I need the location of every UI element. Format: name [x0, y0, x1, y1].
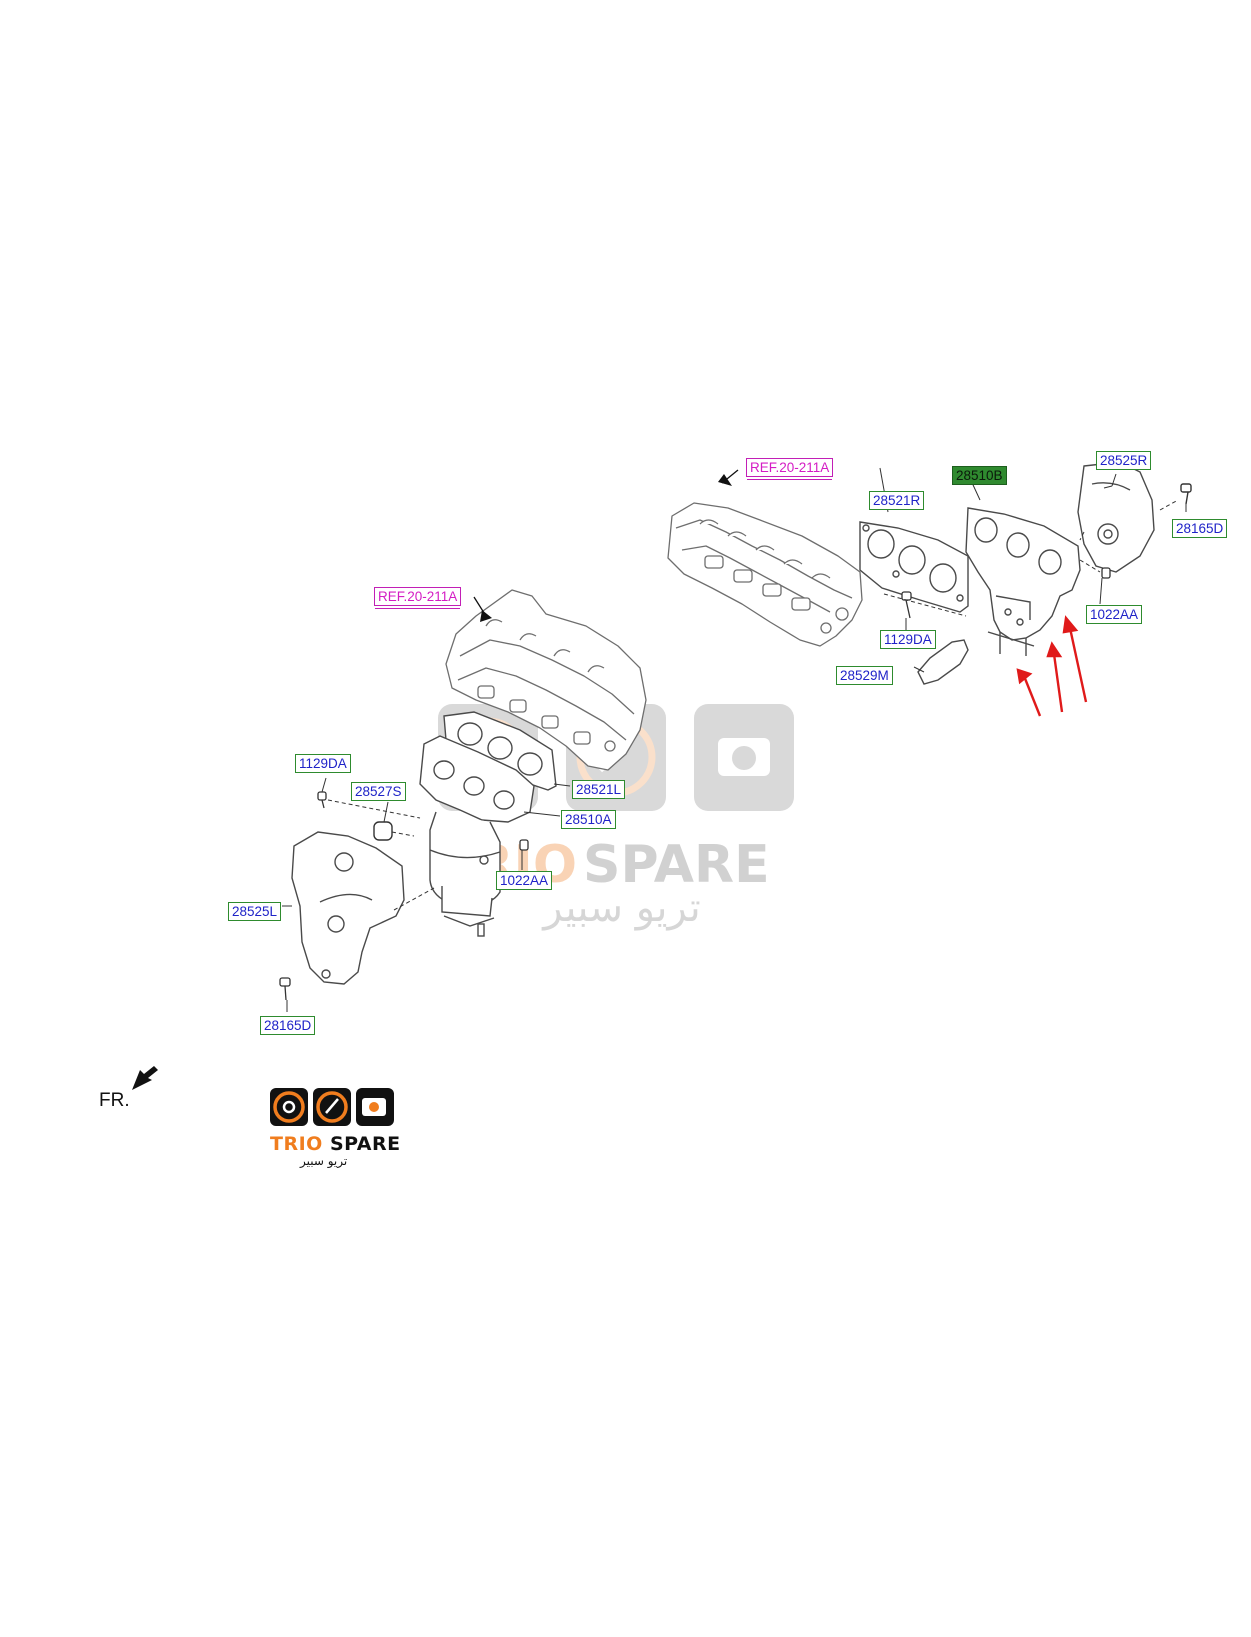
part-callout-1129DA-right[interactable]: 1129DA — [880, 630, 936, 649]
part-callout-28521L[interactable]: 28521L — [572, 780, 626, 799]
part-callout-1129DA-left[interactable]: 1129DA — [295, 754, 351, 773]
part-callout-28510A[interactable]: 28510A — [561, 810, 616, 829]
nut-1022AA-right — [1101, 567, 1111, 579]
part-callout-28525L[interactable]: 28525L — [228, 902, 282, 921]
part-callout-1022AA-right[interactable]: 1022AA — [1086, 605, 1143, 624]
cylinder-head-right — [667, 502, 863, 647]
heat-shield-28525R — [1077, 461, 1155, 573]
watermark-spare: SPARE — [583, 835, 770, 895]
part-callout-28521R[interactable]: 28521R — [869, 491, 925, 510]
gasket-28521R — [859, 521, 969, 613]
part-callout-28525R[interactable]: 28525R — [1096, 451, 1152, 470]
front-direction-icon — [132, 1066, 158, 1090]
gasket-28521L — [443, 711, 557, 791]
ref-callout-left[interactable]: REF.20-211A — [374, 587, 462, 609]
bolt-1129DA-left — [317, 791, 327, 809]
bracket-28529M — [917, 639, 969, 685]
part-callout-28165D-left[interactable]: 28165D — [260, 1016, 316, 1035]
logo-brand-spare: SPARE — [329, 1133, 401, 1155]
part-callout-28529M[interactable]: 28529M — [836, 666, 893, 685]
logo-brand-trio: TRIO — [270, 1133, 323, 1155]
part-callout-28165D-right[interactable]: 28165D — [1172, 519, 1228, 538]
logo-arabic-text: تريو سبير — [300, 1154, 348, 1168]
part-callout-28527S[interactable]: 28527S — [351, 782, 406, 801]
logo-brand-text: TRIO SPARE — [270, 1133, 401, 1155]
leader-lines-right — [879, 467, 1187, 673]
nut-1022AA-left — [519, 839, 529, 851]
exhaust-manifold-28510A — [419, 735, 535, 937]
grommet-28527S — [373, 821, 393, 841]
cylinder-head-left — [445, 589, 647, 771]
part-callout-1022AA-left[interactable]: 1022AA — [496, 871, 553, 890]
leader-lines-left — [282, 777, 571, 1012]
brand-logo — [270, 1088, 394, 1126]
bolt-28165D-right — [1180, 483, 1192, 505]
highlight-arrows — [1016, 615, 1088, 717]
watermark-arabic: تريو سبير — [541, 885, 700, 931]
part-callout-28510B[interactable]: 28510B — [952, 466, 1007, 485]
bolt-1129DA-right — [901, 591, 912, 619]
heat-shield-28525L — [291, 831, 405, 985]
front-direction-label: FR. — [99, 1090, 130, 1111]
exhaust-manifold-28510B — [965, 507, 1081, 656]
bolt-28165D-left — [279, 977, 291, 1001]
ref-callout-right[interactable]: REF.20-211A — [746, 458, 834, 480]
